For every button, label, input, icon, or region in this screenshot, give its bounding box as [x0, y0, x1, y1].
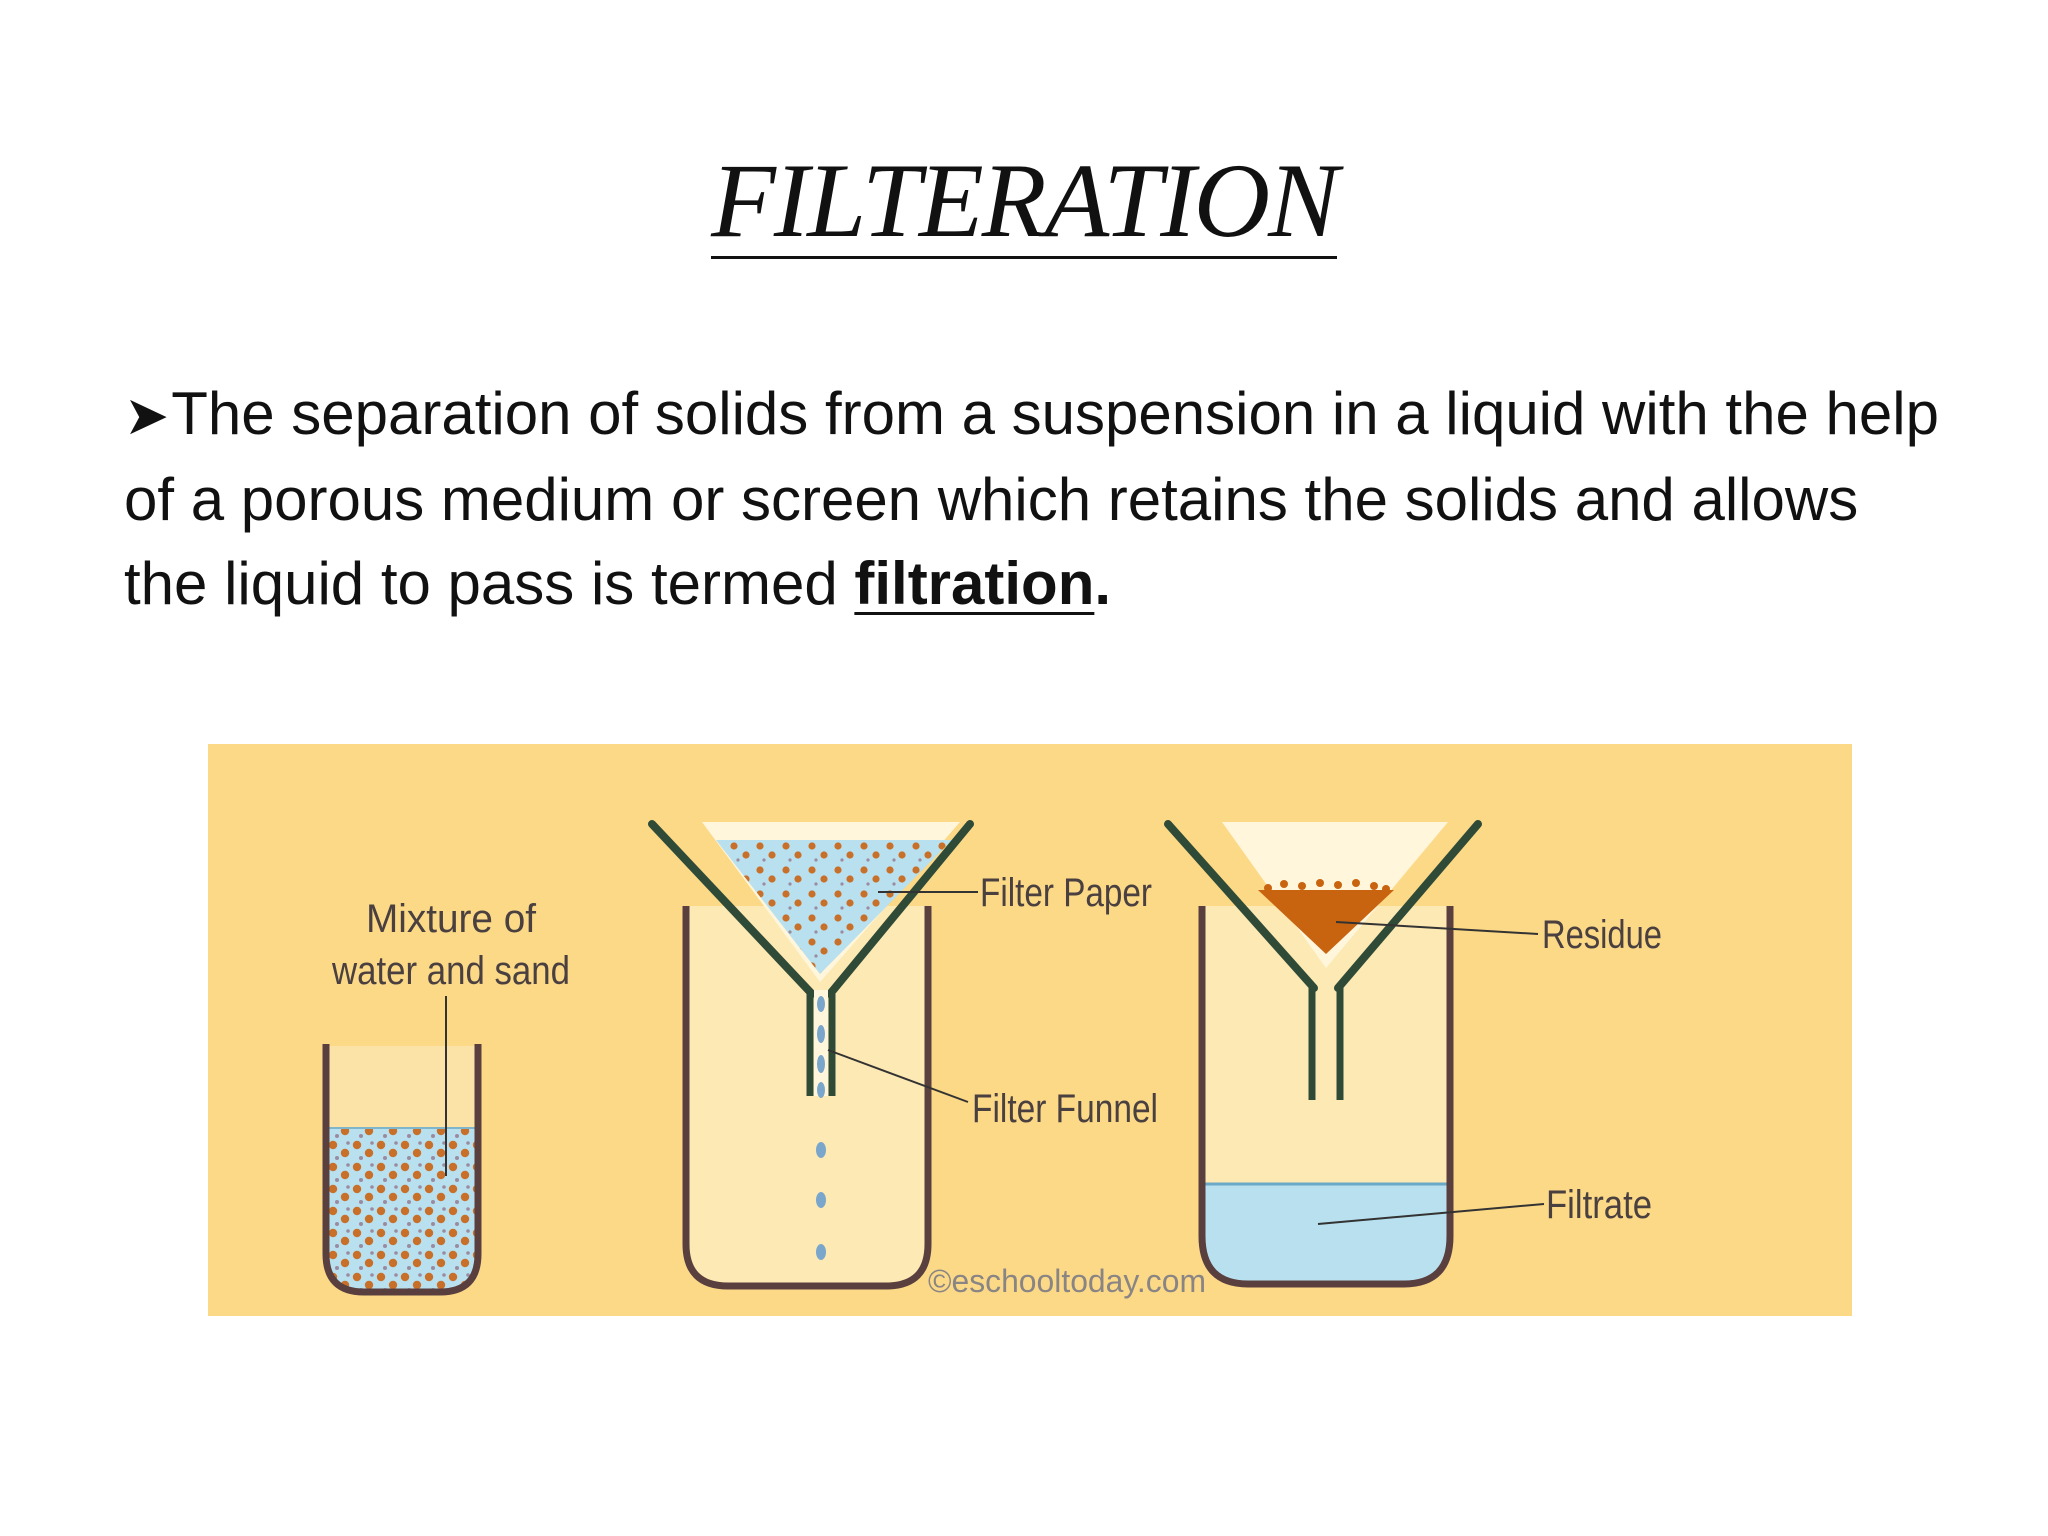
mixture-label-line1: Mixture of: [366, 897, 537, 941]
definition-text: The separation of solids from a suspensi…: [124, 380, 1939, 617]
residue-pointer-line: [1335, 921, 1539, 935]
filter-funnel-with-paper: [648, 820, 974, 1260]
filter-paper-label: Filter Paper: [980, 871, 1152, 915]
filtration-diagram: Mixture of water and sand: [208, 744, 1852, 1316]
arrowhead-bullet-icon: ➤: [124, 384, 170, 447]
slide-title: FILTERATION: [0, 148, 2048, 259]
filtrate-beaker: [1198, 906, 1454, 1288]
mixture-label-line2: water and sand: [331, 949, 570, 993]
slide-title-text: FILTERATION: [711, 142, 1339, 259]
filtrate-pointer-line: [1317, 1203, 1545, 1225]
filtrate-label: Filtrate: [1546, 1183, 1652, 1227]
funnel-with-residue: [1164, 820, 1482, 1100]
definition-end-punctuation: .: [1094, 550, 1112, 617]
image-credit: ©eschooltoday.com: [928, 1263, 1206, 1299]
definition-term: filtration: [854, 550, 1095, 617]
definition-bullet: ➤The separation of solids from a suspens…: [124, 372, 1944, 626]
filter-funnel-pointer-line: [827, 1049, 969, 1103]
residue-label: Residue: [1542, 913, 1662, 957]
mixture-beaker: [322, 1044, 482, 1296]
filter-funnel-label: Filter Funnel: [972, 1087, 1158, 1131]
